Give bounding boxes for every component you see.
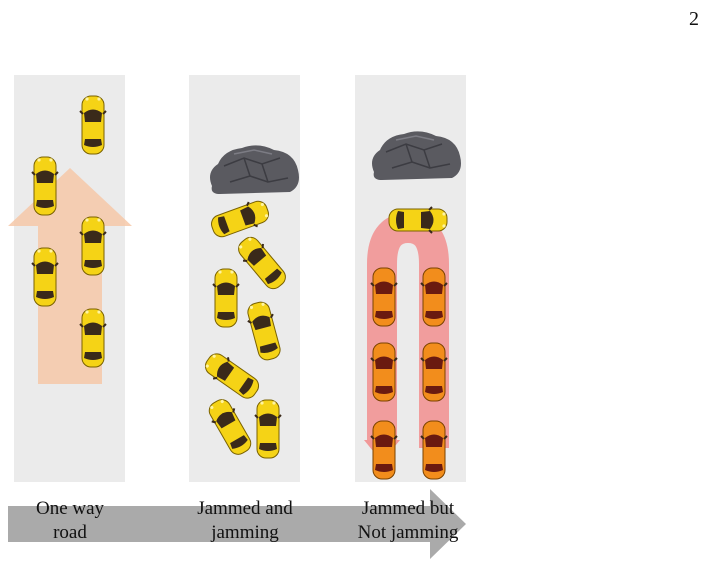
car — [420, 342, 448, 402]
car — [370, 267, 398, 327]
progression-arrow — [8, 489, 466, 559]
car — [79, 216, 107, 276]
caption-jammed-not-jamming: Jammed but Not jamming — [357, 498, 459, 543]
car — [31, 247, 59, 307]
car — [79, 308, 107, 368]
car — [254, 399, 282, 459]
car — [212, 268, 240, 328]
caption-jammed-and-jamming: Jammed and jamming — [197, 498, 293, 543]
car — [370, 342, 398, 402]
car — [420, 267, 448, 327]
caption-one-way-road: One way road — [35, 498, 105, 543]
car — [79, 95, 107, 155]
car — [388, 206, 448, 234]
page-number: 2 — [689, 8, 699, 30]
car — [370, 420, 398, 480]
car — [31, 156, 59, 216]
car — [420, 420, 448, 480]
